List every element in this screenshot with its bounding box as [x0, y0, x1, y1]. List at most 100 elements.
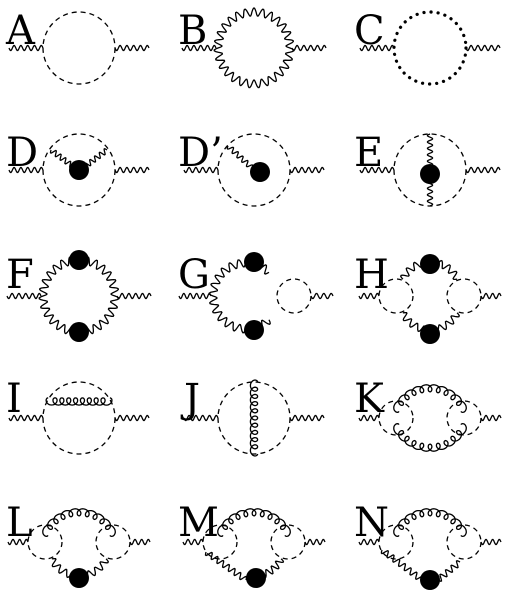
diagram-panel-n: N	[354, 500, 502, 590]
scalar-loop-dashed	[42, 381, 116, 455]
external-photon-left-line	[178, 292, 212, 300]
internal-photon-line	[426, 133, 434, 167]
external-photon-right-line	[480, 414, 502, 422]
external-photon-left-line	[358, 538, 380, 546]
photon-loop-wavy	[213, 7, 295, 89]
diagram-label: H	[354, 252, 389, 298]
vertex-blob	[420, 570, 440, 590]
vertex-blob	[420, 164, 440, 184]
external-photon-right-line	[465, 44, 501, 52]
diagram-panel-d2: D’	[178, 130, 325, 207]
diagram-label: G	[178, 252, 210, 298]
scalar-bubble-dashed	[446, 278, 482, 314]
diagram-panel-l: L	[6, 500, 151, 588]
photon-loop-wavy	[208, 258, 271, 334]
vertex-blob	[246, 568, 266, 588]
external-photon-left-line	[183, 166, 219, 174]
vertex-blob	[420, 254, 440, 274]
diagram-panel-j: J	[180, 376, 325, 457]
scalar-loop-dashed	[217, 381, 291, 455]
photon-line-wavy	[380, 549, 424, 581]
gluon-line-curly	[249, 379, 259, 457]
vertex-blob	[250, 162, 270, 182]
external-photon-left-line	[358, 292, 380, 300]
diagram-panel-h: H	[354, 252, 502, 344]
scalar-bubble-dashed	[27, 524, 63, 560]
external-photon-left-line	[358, 414, 380, 422]
diagram-panel-c: C	[354, 8, 501, 86]
gluon-arc-curly	[393, 508, 467, 538]
photon-loop-wavy	[38, 255, 120, 337]
external-photon-left-line	[181, 44, 217, 52]
vertex-blob	[69, 322, 89, 342]
external-photon-right-line	[310, 292, 334, 300]
diagram-panel-i: I	[6, 376, 150, 455]
diagram-panel-d: D	[6, 130, 150, 207]
external-photon-left-line	[8, 44, 44, 52]
scalar-bubble-dashed	[378, 524, 414, 560]
gluon-arc-curly	[393, 384, 467, 414]
vertex-blob	[69, 160, 89, 180]
gluon-arc-curly	[42, 508, 116, 538]
vertex-blob	[244, 252, 264, 272]
diagram-panel-e: E	[354, 130, 501, 207]
scalar-bubble-dashed	[202, 524, 238, 560]
external-photon-right-line	[129, 538, 151, 546]
diagram-panel-a: A	[5, 8, 150, 85]
photon-line-wavy	[204, 551, 248, 581]
diagram-label: J	[180, 376, 200, 422]
external-photon-left-line	[6, 292, 42, 300]
diagram-label: C	[354, 8, 385, 54]
diagram-label: D	[6, 130, 38, 176]
diagram-label: N	[354, 500, 389, 546]
scalar-bubble-dashed	[378, 278, 414, 314]
external-photon-left-line	[8, 166, 44, 174]
external-photon-right-line	[289, 166, 325, 174]
vertex-blob	[420, 324, 440, 344]
diagram-label: A	[5, 8, 36, 54]
gluon-line-curly	[45, 397, 113, 406]
scalar-bubble-dashed	[446, 524, 482, 560]
external-photon-left-line	[359, 44, 395, 52]
internal-photon-line	[226, 145, 254, 169]
external-photon-left-line	[8, 414, 44, 422]
scalar-bubble-dashed	[378, 400, 414, 436]
external-photon-right-line	[291, 44, 327, 52]
diagram-label: M	[178, 500, 219, 546]
scalar-bubble-dashed	[276, 278, 312, 314]
diagram-label: E	[354, 130, 383, 176]
vertex-blob	[69, 568, 89, 588]
diagram-panel-f: F	[6, 250, 152, 342]
external-photon-right-line	[116, 292, 152, 300]
photon-line-wavy	[437, 559, 461, 583]
gluon-arc-curly	[217, 508, 291, 538]
external-photon-right-line	[465, 166, 501, 174]
external-photon-right-line	[114, 166, 150, 174]
scalar-bubble-dashed	[270, 524, 306, 560]
scalar-loop-dashed	[42, 11, 116, 85]
vertex-blob	[69, 250, 89, 270]
external-photon-left-line	[359, 166, 395, 174]
vertex-blob	[244, 320, 264, 340]
diagram-label: F	[6, 252, 34, 298]
scalar-bubble-dashed	[446, 400, 482, 436]
scalar-bubble-dashed	[95, 524, 131, 560]
diagram-panel-g: G	[178, 252, 334, 340]
external-photon-right-line	[114, 44, 150, 52]
diagram-label: I	[6, 376, 22, 422]
external-photon-right-line	[480, 292, 502, 300]
diagram-label: D’	[178, 130, 223, 176]
diagram-label: K	[354, 376, 385, 422]
external-photon-left-line	[7, 538, 29, 546]
external-photon-left-line	[183, 414, 219, 422]
external-photon-right-line	[114, 414, 150, 422]
external-photon-right-line	[289, 414, 325, 422]
diagram-panel-m: M	[178, 500, 326, 588]
diagram-label: B	[178, 8, 207, 54]
diagram-label: L	[6, 500, 33, 546]
gluon-arc-curly	[393, 422, 467, 452]
ghost-loop-dotted	[392, 10, 468, 86]
external-photon-right-line	[304, 538, 326, 546]
diagram-panel-k: K	[354, 376, 502, 452]
